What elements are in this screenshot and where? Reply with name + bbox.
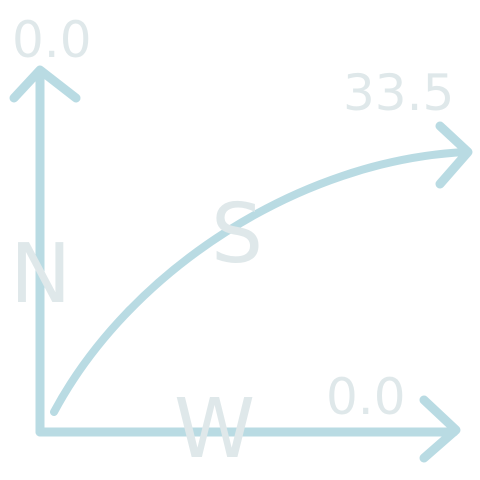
bottom-value-label: 0.0: [326, 368, 406, 426]
series-arrowhead: [435, 121, 473, 189]
data-series-line: [50, 148, 470, 416]
y-axis-arrowhead: [9, 65, 81, 103]
letter-n-label: N: [10, 227, 71, 322]
x-axis-arrowhead: [419, 395, 461, 463]
curve-end-value-label: 33.5: [343, 64, 454, 122]
letter-w-label: W: [174, 382, 255, 477]
top-value-label: 0.0: [12, 11, 92, 69]
letter-s-label: S: [211, 187, 263, 282]
